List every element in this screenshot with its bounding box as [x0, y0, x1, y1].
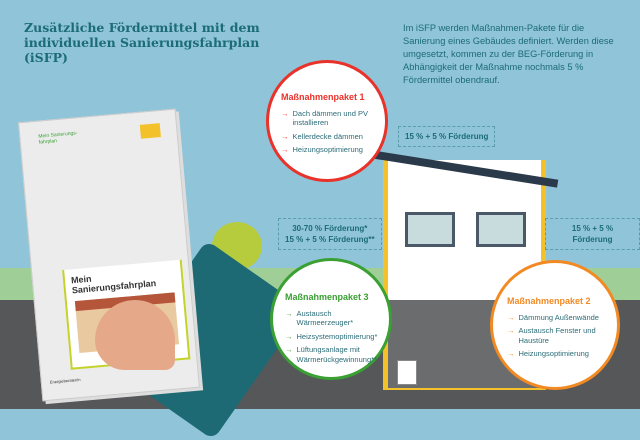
list-item: →Heizungsoptimierung: [281, 145, 363, 154]
list-item: →Heizungsoptimierung: [507, 349, 589, 358]
package-title: Maßnahmenpaket 3: [285, 292, 369, 302]
list-item: →Dämmung Außenwände: [507, 312, 599, 322]
document-footer: Energieberater/in: [49, 376, 81, 385]
hand: [95, 300, 175, 370]
list-item: →Heizsystemoptimierung*: [285, 331, 378, 341]
package-3: Maßnahmenpaket 3 →Austausch Wärmeerzeuge…: [270, 258, 392, 380]
list-item: →Austausch Wärmeerzeuger*: [285, 308, 354, 328]
ministry-logo: [139, 123, 161, 139]
window: [476, 212, 526, 247]
list-item: →Dach dämmen und PV installieren: [281, 108, 368, 128]
list-item: →Kellerdecke dämmen: [281, 131, 363, 141]
tag-roof: 15 % + 5 % Förderung: [398, 126, 496, 147]
window: [405, 212, 455, 247]
package-1: Maßnahmenpaket 1 →Dach dämmen und PV ins…: [266, 60, 388, 182]
page-title: Zusätzliche Fördermittel mit dem individ…: [24, 20, 260, 65]
document-logo: Mein Sanierungs-fahrplan: [38, 130, 78, 146]
package-2: Maßnahmenpaket 2 →Dämmung Außenwände →Au…: [490, 260, 620, 390]
list-item: →Lüftungsanlage mit Wärmerückgewinnung**: [285, 345, 377, 364]
intro-text: Im iSFP werden Maßnahmen-Pakete für die …: [403, 23, 614, 85]
tag-wall: 15 % + 5 % Förderung: [545, 218, 640, 250]
list-item: →Austausch Fenster und Haustüre: [507, 326, 596, 345]
tag-heating-line1: 30-70 % Förderung*: [292, 224, 368, 233]
package-title: Maßnahmenpaket 1: [281, 92, 365, 102]
heat-pump-icon: [397, 360, 417, 385]
tag-heating: 30-70 % Förderung* 15 % + 5 % Förderung*…: [278, 218, 382, 250]
package-title: Maßnahmenpaket 2: [507, 296, 591, 306]
tag-heating-line2: 15 % + 5 % Förderung**: [285, 235, 375, 244]
